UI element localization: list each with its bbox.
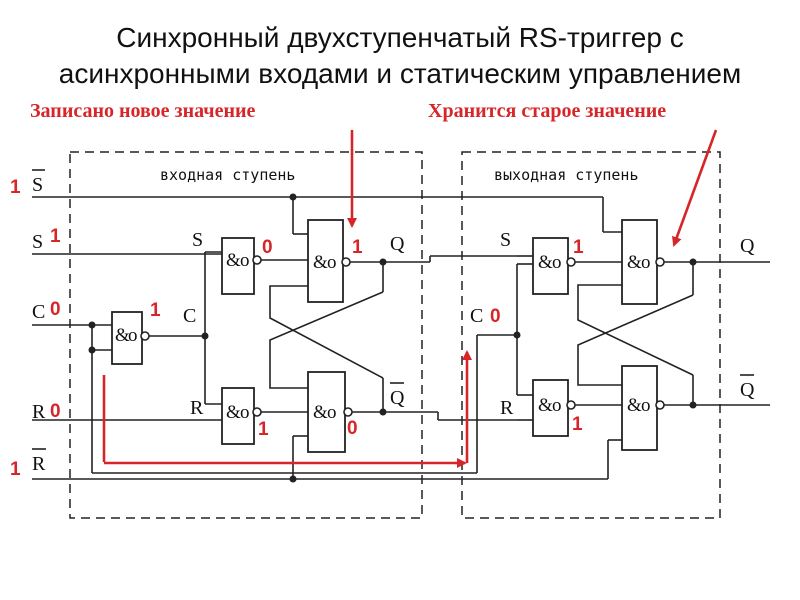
label-master-c: C: [183, 305, 196, 327]
svg-text:&: &: [627, 395, 642, 416]
label-master-s: S: [192, 229, 203, 251]
signal-arrows: [102, 129, 718, 468]
svg-text:o: o: [327, 402, 337, 423]
gate-master-s: & o: [221, 237, 262, 295]
svg-text:&: &: [627, 252, 642, 273]
label-slave-s: S: [500, 229, 511, 251]
svg-text:o: o: [128, 325, 138, 346]
gate-slave-latch-bottom: & o: [621, 365, 665, 451]
svg-text:o: o: [240, 402, 250, 423]
value-c-inverter: 1: [150, 300, 161, 321]
label-master-r: R: [190, 397, 204, 419]
value-master-r-gate: 1: [258, 419, 269, 440]
svg-text:&: &: [313, 252, 328, 273]
gate-slave-s: & o: [532, 237, 576, 295]
label-slave-r: R: [500, 397, 514, 419]
label-master-q-bar: Q: [390, 387, 405, 409]
svg-text:o: o: [641, 395, 651, 416]
svg-text:o: o: [327, 252, 337, 273]
label-output-q: Q: [740, 235, 755, 257]
value-master-q-bar: 0: [347, 418, 358, 439]
svg-text:&: &: [538, 395, 553, 416]
input-label-c: C: [32, 301, 45, 323]
svg-text:o: o: [552, 395, 562, 416]
gate-slave-r: & o: [532, 379, 576, 437]
gate-master-r: & o: [221, 387, 262, 445]
value-r-bar: 1: [10, 459, 21, 480]
value-master-q: 1: [352, 237, 363, 258]
input-stage-label: входная ступень: [160, 166, 295, 184]
gate-master-latch-top: & o: [307, 219, 351, 303]
arrow-old-value: [672, 129, 718, 247]
gate-master-latch-bottom: & o: [307, 371, 353, 453]
output-stage-wires: [516, 255, 770, 421]
input-label-s-bar: S: [32, 174, 43, 196]
input-label-r-bar: R: [32, 453, 46, 475]
gate-c-inverter: & o: [111, 311, 150, 365]
label-master-q: Q: [390, 233, 405, 255]
svg-text:&: &: [313, 402, 328, 423]
value-slave-s-gate: 1: [573, 237, 584, 258]
input-label-s: S: [32, 231, 43, 253]
value-slave-c: 0: [490, 306, 501, 327]
value-slave-r-gate: 1: [572, 414, 583, 435]
svg-text:&: &: [226, 250, 241, 271]
value-s-bar: 1: [10, 177, 21, 198]
value-r: 0: [50, 401, 61, 422]
gate-slave-latch-top: & o: [621, 219, 665, 305]
svg-text:o: o: [641, 252, 651, 273]
svg-text:&: &: [115, 325, 130, 346]
svg-text:o: o: [552, 252, 562, 273]
label-output-q-bar: Q: [740, 379, 755, 401]
label-slave-c: C: [470, 305, 483, 327]
annotation-old-value-stored: Хранится старое значение: [428, 100, 667, 122]
svg-text:o: o: [240, 250, 250, 271]
output-stage-frame: [461, 151, 721, 519]
value-c: 0: [50, 299, 61, 320]
annotation-new-value-written: Записано новое значение: [30, 100, 256, 122]
svg-text:&: &: [226, 402, 241, 423]
svg-text:&: &: [538, 252, 553, 273]
input-label-r: R: [32, 401, 46, 423]
junction-dots: [88, 193, 697, 483]
output-stage-label: выходная ступень: [494, 166, 639, 184]
title-line-1: Синхронный двухступенчатый RS-триггер с: [116, 22, 684, 53]
value-s: 1: [50, 226, 61, 247]
input-stage-frame: [69, 151, 423, 519]
value-master-s-gate: 0: [262, 237, 273, 258]
title-line-2: асинхронными входами и статическим управ…: [58, 58, 742, 89]
input-stage-wires: [32, 196, 622, 480]
